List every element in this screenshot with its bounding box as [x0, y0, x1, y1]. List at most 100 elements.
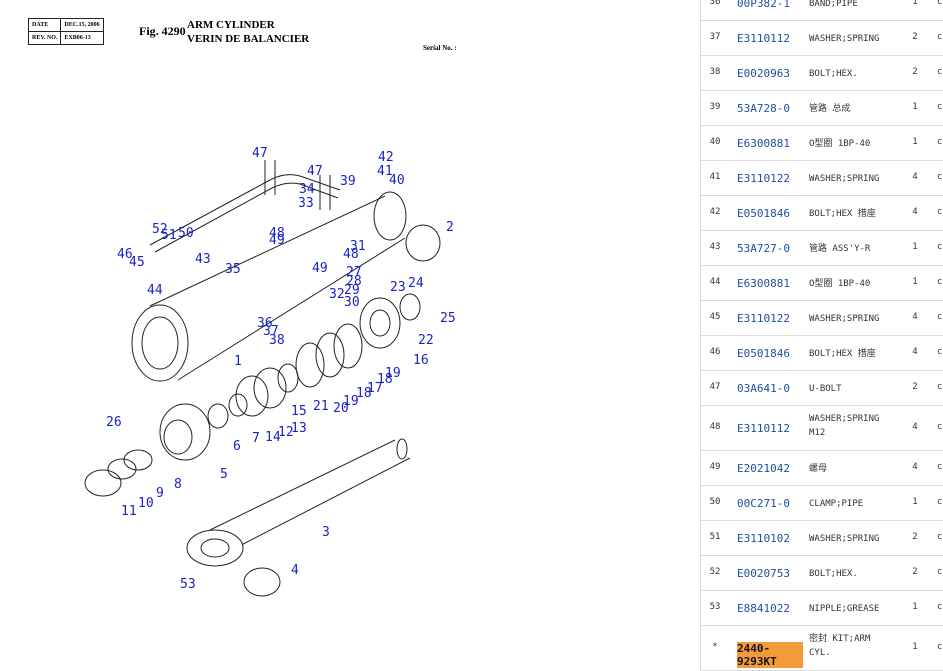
callout-number: 3 — [322, 525, 330, 540]
part-description: 管路 ASS'Y-R — [809, 243, 871, 254]
callout-number: 1 — [234, 354, 242, 369]
callout-number: 43 — [195, 252, 211, 267]
part-extra: c — [937, 381, 943, 392]
part-number-link[interactable]: E0020963 — [737, 66, 790, 80]
part-description: WASHER;SPRING — [809, 173, 880, 184]
part-number-link[interactable]: E3110112 — [737, 421, 790, 435]
part-description: O型圈 1BP-40 — [809, 278, 871, 289]
callout-number: 48 — [269, 226, 285, 241]
part-description: 管路 总成 — [809, 103, 851, 114]
part-number-link[interactable]: 53A728-0 — [737, 101, 790, 115]
part-number-link[interactable]: E6300881 — [737, 136, 790, 150]
parts-row: 44 E6300881 O型圈 1BP-40 1 c — [700, 266, 943, 301]
callout-number: 23 — [390, 280, 406, 295]
callout-number: 32 — [329, 287, 345, 302]
part-number-link[interactable]: E3110112 — [737, 31, 790, 45]
callout-number: 21 — [313, 399, 329, 414]
callout-number: 10 — [138, 496, 154, 511]
callout-number: 27 — [346, 265, 362, 280]
callout-number: 50 — [178, 226, 194, 241]
part-index: 40 — [709, 136, 721, 147]
part-quantity: 4 — [912, 421, 918, 432]
part-number-link[interactable]: 2440-9293KT — [737, 641, 803, 668]
part-number-link[interactable]: 00P382-1 — [737, 0, 790, 10]
part-number-link[interactable]: E0501846 — [737, 346, 790, 360]
callout-number: 52 — [152, 222, 168, 237]
part-description: 密封 KIT;ARM CYL. — [809, 634, 871, 658]
callout-number: 24 — [408, 276, 424, 291]
part-index: 50 — [709, 496, 721, 507]
part-description: WASHER;SPRING M12 — [809, 414, 880, 438]
title-french: VERIN DE BALANCIER — [187, 33, 310, 45]
part-number-link[interactable]: E8841022 — [737, 601, 790, 615]
part-index: 47 — [709, 381, 721, 392]
exploded-parts-diagram: DATE DEC.15, 2006 REV. NO. EXB06-13 Fig.… — [27, 18, 457, 597]
revision-table: DATE DEC.15, 2006 REV. NO. EXB06-13 — [27, 18, 104, 45]
parts-row: 50 00C271-0 CLAMP;PIPE 1 c — [700, 486, 943, 521]
rev-value: EXB06-13 — [60, 31, 104, 45]
callout-number: 34 — [299, 182, 315, 197]
part-description: NIPPLE;GREASE — [809, 603, 880, 614]
callout-number: 31 — [350, 239, 366, 254]
part-quantity: 2 — [912, 531, 918, 542]
callout-number: 35 — [225, 262, 241, 277]
part-number-link[interactable]: E3110122 — [737, 171, 790, 185]
part-number-link[interactable]: E2021042 — [737, 461, 790, 475]
callout-number: 18 — [356, 386, 372, 401]
part-description: O型圈 1BP-40 — [809, 138, 871, 149]
callout-number: 12 — [278, 425, 294, 440]
part-number-link[interactable]: E6300881 — [737, 276, 790, 290]
part-quantity: 4 — [912, 206, 918, 217]
part-number-link[interactable]: E3110102 — [737, 531, 790, 545]
part-index: 43 — [709, 241, 721, 252]
part-index: 42 — [709, 206, 721, 217]
part-number-link[interactable]: 03A641-0 — [737, 381, 790, 395]
part-extra: c — [937, 566, 943, 577]
title-english: ARM CYLINDER — [187, 19, 275, 31]
part-extra: c — [937, 496, 943, 507]
part-index: 49 — [709, 461, 721, 472]
part-description: WASHER;SPRING — [809, 33, 880, 44]
callout-number: 46 — [117, 247, 133, 262]
part-quantity: 1 — [912, 0, 918, 7]
part-number-link[interactable]: 53A727-0 — [737, 241, 790, 255]
part-description: CLAMP;PIPE — [809, 498, 864, 509]
callout-number: 39 — [340, 174, 356, 189]
part-description: BOLT;HEX 措座 — [809, 208, 876, 219]
part-quantity: 4 — [912, 311, 918, 322]
callout-number: 28 — [346, 274, 362, 289]
part-index: 37 — [709, 31, 721, 42]
figure-number: Fig. 4290 — [139, 24, 186, 38]
part-quantity: 2 — [912, 31, 918, 42]
callout-number: 42 — [378, 150, 394, 165]
part-extra: c — [937, 531, 943, 542]
part-quantity: 1 — [912, 496, 918, 507]
part-quantity: 2 — [912, 66, 918, 77]
part-extra: c — [937, 241, 943, 252]
part-description: BAND;PIPE — [809, 0, 858, 9]
part-number-link[interactable]: E3110122 — [737, 311, 790, 325]
part-extra: c — [937, 276, 943, 287]
part-quantity: 1 — [912, 276, 918, 287]
part-number-link[interactable]: E0020753 — [737, 566, 790, 580]
cylinder-tube-drawing — [131, 191, 407, 382]
part-extra: c — [937, 346, 943, 357]
part-description: WASHER;SPRING — [809, 313, 880, 324]
callout-number: 9 — [156, 486, 164, 501]
callout-number: 17 — [367, 381, 383, 396]
part-index: 44 — [709, 276, 721, 287]
part-number-link[interactable]: 00C271-0 — [737, 496, 790, 510]
part-extra: c — [937, 0, 943, 7]
callout-number: 40 — [389, 173, 405, 188]
part-number-link[interactable]: E0501846 — [737, 206, 790, 220]
callout-number: 13 — [291, 421, 307, 436]
part-extra: c — [937, 421, 943, 432]
